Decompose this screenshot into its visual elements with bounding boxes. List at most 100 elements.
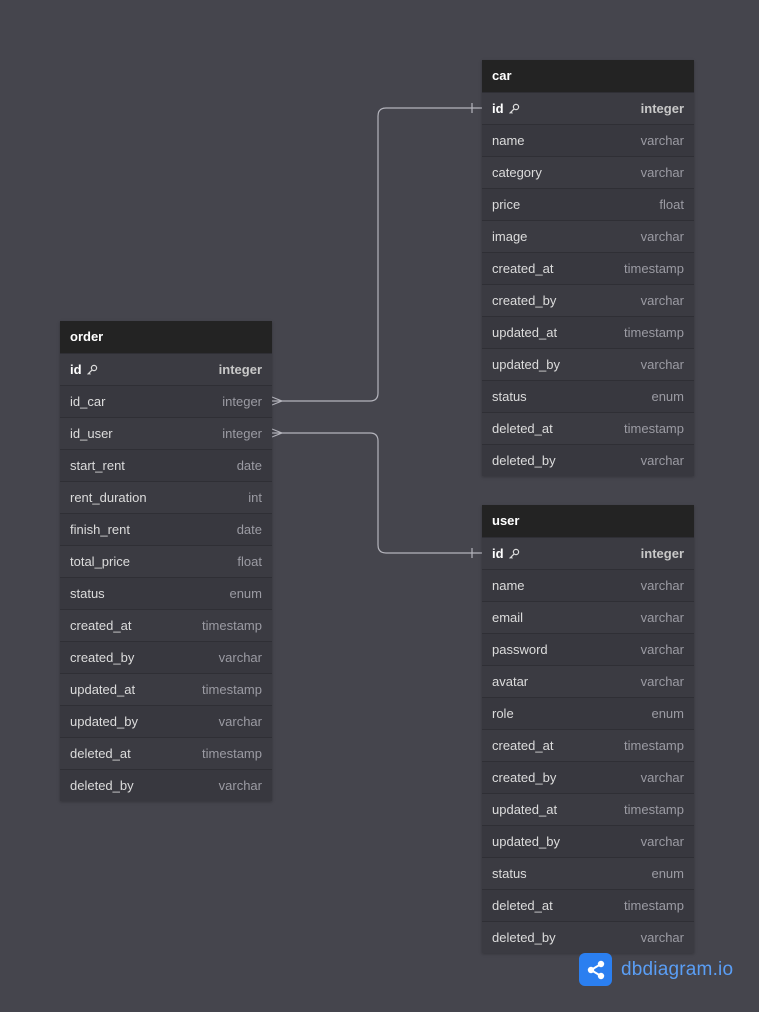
field-type: integer [218,361,262,377]
field-name-text: created_by [70,649,135,665]
field-type: varchar [640,929,684,945]
field-name-text: category [492,164,542,180]
field-row-start_rent[interactable]: start_rent date [60,449,272,481]
field-name: created_by [492,285,556,317]
field-name: updated_by [492,826,560,858]
field-name: password [492,634,548,666]
field-name-text: updated_by [492,833,560,849]
field-row-total_price[interactable]: total_price float [60,545,272,577]
field-type: timestamp [624,801,684,817]
field-type: date [236,521,262,537]
field-row-id[interactable]: id integer [482,537,694,569]
field-type: varchar [640,609,684,625]
field-name: deleted_by [70,770,134,802]
field-row-image[interactable]: image varchar [482,220,694,252]
field-type: timestamp [624,324,684,340]
field-type: varchar [218,777,262,793]
field-name-text: avatar [492,673,529,689]
field-row-email[interactable]: email varchar [482,601,694,633]
field-name-text: id_car [70,393,106,409]
field-type: float [659,196,684,212]
field-name-text: total_price [70,553,130,569]
field-type: varchar [640,228,684,244]
field-type: enum [651,865,684,881]
field-row-id[interactable]: id integer [482,92,694,124]
field-name-text: name [492,577,525,593]
field-name-text: name [492,132,525,148]
field-type: int [248,489,262,505]
field-name-text: created_by [492,292,557,308]
field-row-rent_duration[interactable]: rent_duration int [60,481,272,513]
field-name-text: created_at [492,737,554,753]
field-name: name [492,570,525,602]
field-name: deleted_at [492,413,553,445]
field-type: timestamp [624,897,684,913]
field-type: integer [640,545,684,561]
field-type: timestamp [624,260,684,276]
field-name: start_rent [70,450,125,482]
field-name: status [492,381,527,413]
field-type: date [236,457,262,473]
field-name: id [70,354,98,386]
relationship-line[interactable] [272,107,482,402]
field-type: varchar [640,132,684,148]
relationship-line[interactable] [272,432,482,554]
field-name-text: id [492,545,504,561]
field-name: id [492,93,520,125]
field-type: varchar [640,356,684,372]
table-header[interactable]: user [482,505,694,537]
field-name-text: id_user [70,425,113,441]
field-name: created_by [70,642,134,674]
dbdiagram-brand-link[interactable]: dbdiagram.io [579,953,733,986]
field-name-text: rent_duration [70,489,147,505]
table-header[interactable]: order [60,321,272,353]
field-type: timestamp [202,745,262,761]
field-row-updated_by[interactable]: updated_by varchar [482,348,694,380]
field-row-deleted_by[interactable]: deleted_by varchar [60,769,272,801]
field-name: id_user [70,418,113,450]
field-name: updated_by [492,349,560,381]
field-name-text: password [492,641,548,657]
crows-foot-marker [271,428,283,438]
field-name-text: email [492,609,524,625]
table-header[interactable]: car [482,60,694,92]
field-name-text: id [70,361,82,377]
field-type: float [237,553,262,569]
field-row-id[interactable]: id integer [60,353,272,385]
field-row-name[interactable]: name varchar [482,124,694,156]
field-type: integer [640,100,684,116]
field-name: image [492,221,527,253]
